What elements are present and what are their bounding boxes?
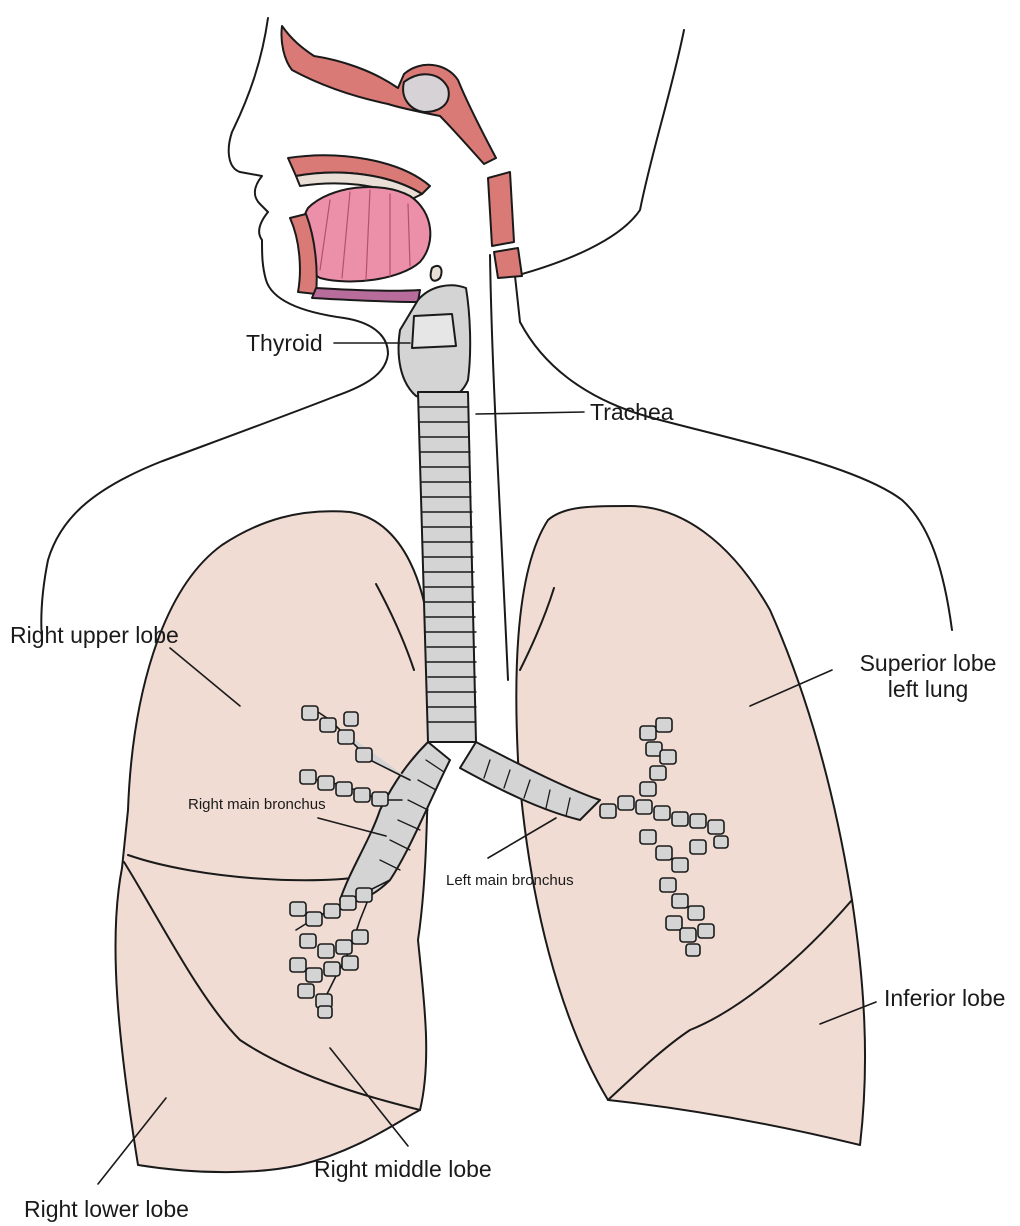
trachea-label: Trachea <box>590 399 674 425</box>
right-middle-lobe-label: Right middle lobe <box>314 1156 492 1182</box>
superior-lobe-label-line1: Superior lobe <box>840 650 1016 676</box>
esophagus-line <box>490 255 508 680</box>
back-of-head-outline <box>515 30 684 322</box>
right-lower-lobe-label: Right lower lobe <box>24 1196 189 1222</box>
nasal-cavity <box>281 26 496 164</box>
superior-lobe-label-line2: left lung <box>840 676 1016 702</box>
thyroid-label: Thyroid <box>246 330 323 356</box>
epiglottis <box>431 266 442 281</box>
right-upper-lobe-label: Right upper lobe <box>10 622 179 648</box>
trachea-leader <box>476 412 584 414</box>
right-main-bronchus-label: Right main bronchus <box>188 796 326 813</box>
left-main-bronchus-label: Left main bronchus <box>446 872 574 889</box>
tongue <box>290 187 430 302</box>
thyroid-cartilage <box>412 314 456 348</box>
superior-lobe-label: Superior lobe left lung <box>840 650 1016 703</box>
trachea-tube <box>418 392 476 742</box>
inferior-lobe-label: Inferior lobe <box>884 985 1005 1011</box>
cervical-vertebrae <box>488 172 522 278</box>
